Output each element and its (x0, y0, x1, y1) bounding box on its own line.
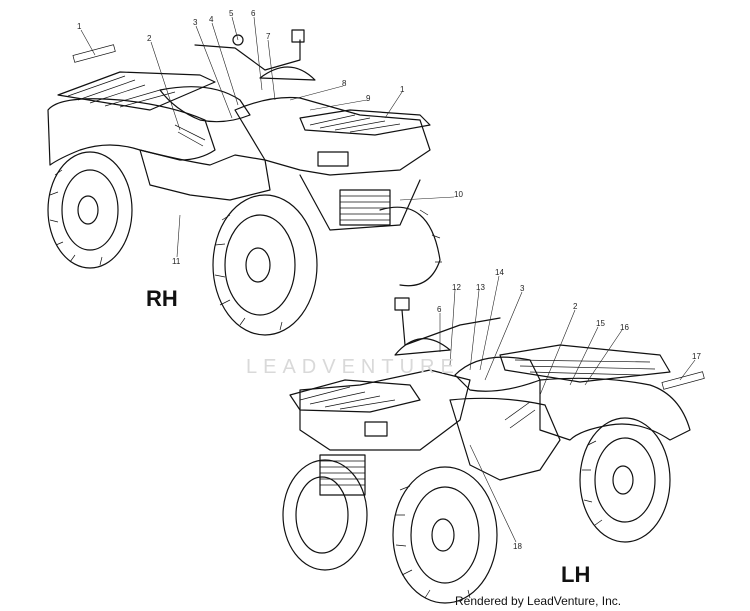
callout-15: 15 (596, 319, 605, 328)
callout-13: 13 (476, 283, 485, 292)
atv-rh-drawing (47, 29, 442, 336)
decal-strip-17 (661, 371, 705, 390)
footer-credit: Rendered by LeadVenture, Inc. (455, 594, 622, 608)
callout-2: 2 (147, 34, 152, 43)
callout-1b: 1 (400, 85, 405, 94)
watermark-text: LEADVENTURE (246, 356, 460, 378)
callout-6-lh: 6 (437, 305, 442, 314)
callout-3: 3 (193, 18, 198, 27)
callout-12: 12 (452, 283, 461, 292)
callout-2-lh: 2 (573, 302, 578, 311)
decal-strip-1 (72, 44, 116, 63)
callout-9: 9 (366, 94, 371, 103)
callout-7: 7 (266, 32, 271, 41)
callout-5: 5 (229, 9, 234, 18)
leader-lines (80, 16, 696, 543)
callout-10: 10 (454, 190, 463, 199)
callout-14: 14 (495, 268, 504, 277)
callout-16: 16 (620, 323, 629, 332)
callout-1: 1 (77, 22, 82, 31)
view-label-rh: RH (146, 286, 178, 311)
callout-11: 11 (172, 257, 181, 266)
view-label-lh: LH (561, 562, 591, 587)
callout-4: 4 (209, 15, 214, 24)
atv-lh-drawing (282, 297, 691, 604)
callout-8: 8 (342, 79, 347, 88)
callout-18: 18 (513, 542, 522, 551)
callout-17: 17 (692, 352, 701, 361)
callout-3-lh: 3 (520, 284, 525, 293)
callout-6: 6 (251, 9, 256, 18)
